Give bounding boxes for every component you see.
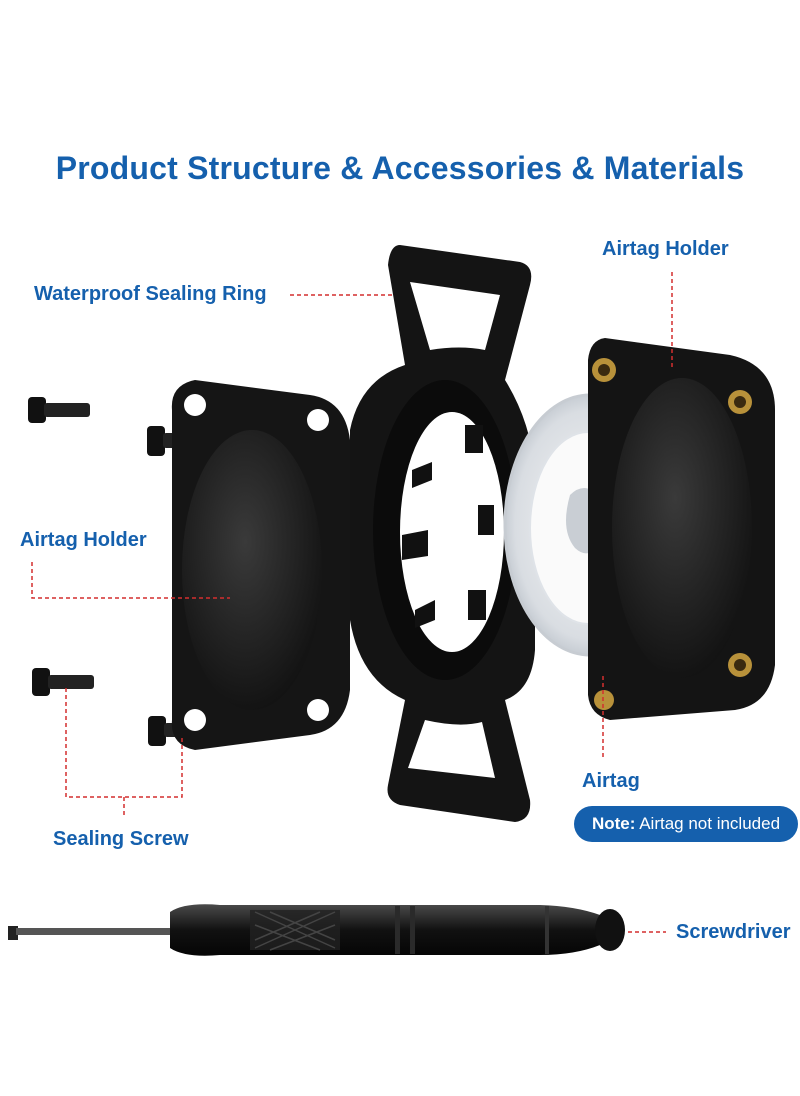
label-waterproof-sealing-ring: Waterproof Sealing Ring: [34, 283, 267, 305]
note-prefix: Note:: [591, 814, 636, 833]
label-airtag-holder-left: Airtag Holder: [20, 529, 147, 551]
page-title: Product Structure & Accessories & Materi…: [55, 150, 745, 186]
screwdriver-icon: [8, 904, 625, 956]
holder-icon: [588, 338, 775, 720]
screw-icon: [28, 397, 90, 423]
label-airtag-holder-right: Airtag Holder: [602, 238, 729, 260]
label-sealing-screw: Sealing Screw: [53, 828, 189, 850]
note-badge: Note: Airtag not included: [574, 806, 798, 842]
sealing-ring-icon: [350, 245, 535, 822]
label-airtag: Airtag: [582, 770, 640, 792]
screw-icon: [32, 668, 94, 696]
leader-lines: [31, 272, 673, 933]
holder-icon: [171, 380, 350, 750]
label-screwdriver: Screwdriver: [676, 921, 791, 943]
note-text: Airtag not included: [635, 814, 781, 833]
